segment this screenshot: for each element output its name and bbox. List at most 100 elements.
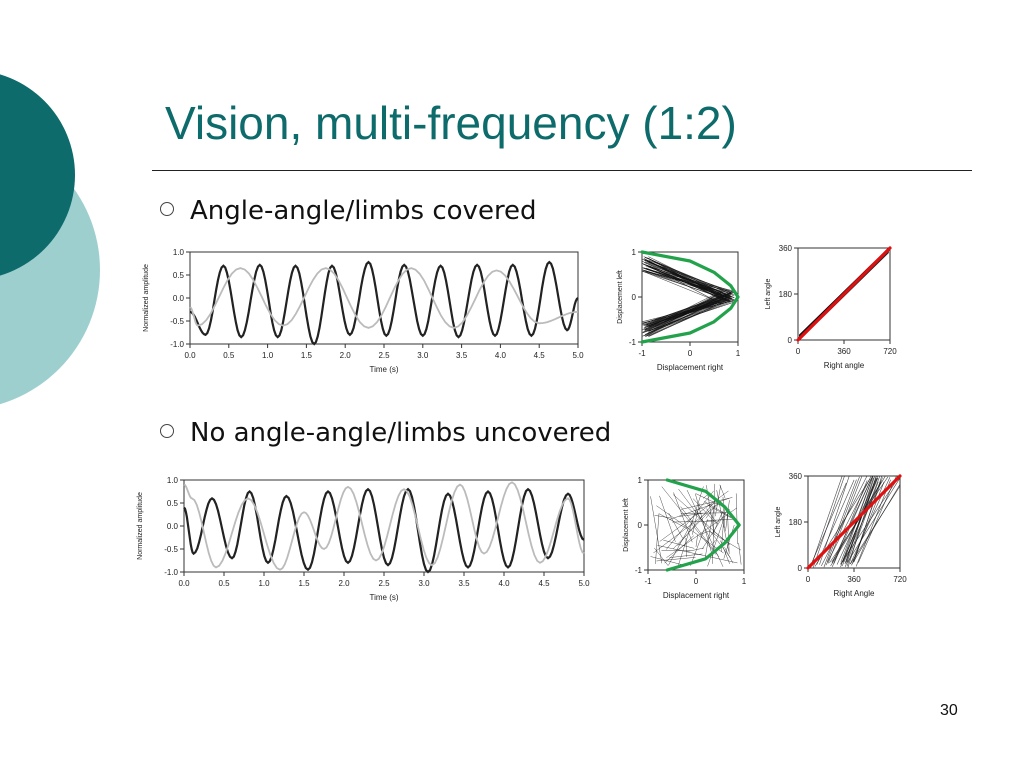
- trajectory-line: [832, 480, 868, 568]
- y-tick-label: 1: [632, 248, 637, 257]
- bullet-item-covered: Angle-angle/limbs covered: [160, 196, 537, 226]
- y-tick-label: -1.0: [164, 568, 178, 577]
- y-tick-label: 0: [798, 564, 803, 573]
- x-tick-label: 1.0: [258, 579, 270, 588]
- x-axis-label: Right Angle: [834, 589, 875, 598]
- dark-teal-circle: [0, 74, 75, 276]
- y-tick-label: 0: [788, 336, 793, 345]
- trajectory-line: [695, 534, 698, 547]
- x-tick-label: 2.0: [338, 579, 350, 588]
- trajectory-line: [811, 475, 843, 564]
- trajectory-line: [840, 475, 900, 565]
- y-tick-label: 360: [789, 472, 803, 481]
- trajectory-line: [816, 479, 855, 565]
- trajectory-line: [704, 504, 715, 560]
- y-axis-label: Left angle: [775, 507, 782, 538]
- x-tick-label: 4.5: [538, 579, 550, 588]
- trajectory-line: [678, 486, 704, 566]
- y-tick-label: 180: [779, 290, 793, 299]
- trajectory-line: [811, 482, 847, 563]
- trajectory-line: [692, 503, 700, 535]
- x-tick-label: 1.5: [298, 579, 310, 588]
- bullet-text: No angle-angle/limbs uncovered: [190, 418, 612, 448]
- trajectory-line: [823, 479, 857, 568]
- x-tick-label: 4.0: [498, 579, 510, 588]
- trajectory-line: [643, 256, 731, 329]
- x-tick-label: 360: [837, 347, 851, 356]
- trajectory-line: [642, 263, 724, 324]
- y-tick-label: -0.5: [170, 317, 184, 326]
- trajectory-line: [735, 493, 738, 545]
- x-tick-label: 1: [742, 577, 747, 586]
- trajectory-line: [644, 270, 734, 326]
- x-axis-label: Time (s): [369, 593, 398, 602]
- y-tick-label: 0.5: [167, 499, 179, 508]
- bullet-circle-icon: [160, 201, 174, 216]
- trajectory-line: [724, 547, 734, 564]
- x-tick-label: 5.0: [572, 351, 584, 360]
- x-tick-label: 720: [893, 575, 907, 584]
- trajectory-line: [681, 497, 733, 510]
- y-tick-label: 0: [638, 521, 643, 530]
- bullet-text: Angle-angle/limbs covered: [190, 196, 537, 226]
- x-tick-label: 3.5: [456, 351, 468, 360]
- trajectory-line: [852, 477, 883, 562]
- trajectory-line: [650, 496, 663, 564]
- trajectory-line: [844, 476, 880, 567]
- trajectory-line: [826, 476, 860, 562]
- fit-curve: [796, 246, 892, 342]
- trajectory-line: [649, 265, 720, 327]
- trajectory-line: [680, 506, 720, 557]
- trajectory-line: [727, 511, 730, 554]
- y-axis-label: Displacement left: [617, 270, 624, 324]
- slide-title: Vision, multi-frequency (1:2): [165, 97, 737, 149]
- trajectory-line: [650, 556, 687, 567]
- x-tick-label: 4.0: [495, 351, 507, 360]
- trajectory-line: [659, 495, 676, 542]
- y-tick-label: 0.5: [173, 271, 185, 280]
- trajectory-line: [666, 507, 737, 558]
- trajectory-line: [695, 493, 714, 558]
- x-tick-label: 2.5: [378, 579, 390, 588]
- x-tick-label: 3.0: [417, 351, 429, 360]
- x-tick-label: 0: [694, 577, 699, 586]
- trajectory-line: [661, 486, 717, 555]
- fit-curve: [665, 478, 741, 572]
- x-tick-label: 0: [806, 575, 811, 584]
- x-tick-label: -1: [638, 349, 646, 358]
- trajectory-line: [646, 271, 723, 337]
- y-tick-label: 0.0: [167, 522, 179, 531]
- x-tick-label: 0: [796, 347, 801, 356]
- trajectory-line: [846, 477, 901, 564]
- trajectory-line: [707, 517, 725, 567]
- x-tick-label: 1.5: [301, 351, 313, 360]
- fit-curve: [806, 474, 902, 570]
- trajectory-line: [673, 492, 693, 543]
- trajectory-line: [672, 494, 725, 541]
- x-tick-label: 2.0: [340, 351, 352, 360]
- trajectory-line: [677, 501, 715, 547]
- x-tick-label: 3.5: [458, 579, 470, 588]
- y-tick-label: 1: [638, 476, 643, 485]
- x-tick-label: 0: [688, 349, 693, 358]
- fit-curve: [640, 250, 740, 344]
- y-tick-label: -1.0: [170, 340, 184, 349]
- trajectory-line: [679, 513, 703, 517]
- trajectory-line: [672, 520, 717, 523]
- trajectory-line: [657, 545, 738, 564]
- y-tick-label: 0.0: [173, 294, 185, 303]
- trajectory-line: [706, 508, 718, 524]
- y-axis-label: Displacement left: [623, 498, 630, 552]
- y-tick-label: 360: [779, 244, 793, 253]
- trajectory-line: [668, 519, 694, 566]
- x-tick-label: 0.0: [178, 579, 190, 588]
- y-tick-label: 0: [632, 293, 637, 302]
- series-line-gray: [183, 481, 585, 571]
- trajectory-line: [656, 557, 696, 562]
- trajectory-line: [827, 476, 863, 564]
- trajectory-line: [713, 539, 716, 544]
- trajectory-line: [702, 494, 708, 499]
- trajectory-line: [644, 268, 733, 337]
